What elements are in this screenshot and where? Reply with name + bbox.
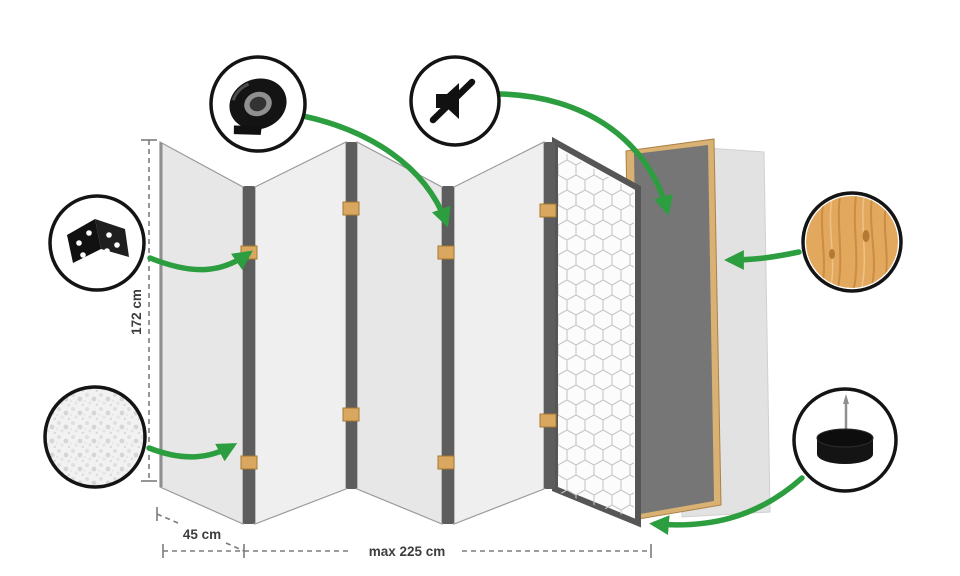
- total-width-dimension: [162, 544, 652, 558]
- hinge-block: [240, 455, 258, 470]
- fold-spine-2: [346, 142, 357, 489]
- fold-spine-3: [442, 186, 454, 524]
- felt-pad-icon: [816, 394, 874, 464]
- panel-width-line-right: [225, 542, 245, 552]
- hinge-block: [342, 407, 360, 422]
- arrow-texture-to-panel: [146, 443, 238, 462]
- wood-grain-icon: [806, 196, 898, 288]
- folding-panels: [159, 140, 545, 525]
- panel-1: [159, 140, 244, 525]
- hinge-block: [437, 455, 455, 470]
- hinge-block: [437, 245, 455, 260]
- wood-callout: [801, 191, 903, 293]
- dark-panel-face: [634, 145, 714, 514]
- panel-width-line-left: [156, 513, 179, 524]
- height-label: 172 cm: [129, 289, 144, 335]
- arrow-hinge-to-spine: [147, 250, 253, 273]
- tape-callout: [209, 55, 307, 153]
- felt-callout: [792, 387, 898, 493]
- hinge-block: [539, 413, 557, 428]
- arrow-felt-to-bottom: [649, 475, 805, 535]
- hinge-blocks: [240, 201, 557, 470]
- fold-spines: [243, 142, 555, 524]
- arrow-mute-to-panel: [497, 91, 673, 216]
- panel-4: [453, 141, 545, 525]
- panel-3: [356, 141, 443, 525]
- pattern-panel: [552, 136, 641, 528]
- texture-icon: [43, 385, 147, 489]
- height-dimension: [141, 139, 157, 482]
- fold-spine-4: [544, 142, 555, 489]
- panel-2: [254, 141, 347, 525]
- arrow-wood-to-frame: [724, 249, 802, 270]
- tape-roll-icon: [229, 78, 287, 135]
- mute-callout: [409, 55, 501, 147]
- panel-width-label: 45 cm: [183, 527, 221, 542]
- total-width-label: max 225 cm: [369, 544, 446, 559]
- hinge-block: [539, 203, 557, 218]
- hinge-icon: [67, 219, 129, 263]
- callout-arrows: [146, 91, 805, 535]
- hinge-block: [342, 201, 360, 216]
- hinge-callout: [48, 194, 146, 292]
- fold-spine-1: [243, 186, 255, 524]
- arrow-tape-to-spine: [300, 113, 451, 228]
- texture-callout: [43, 385, 147, 489]
- mute-speaker-icon: [429, 78, 476, 124]
- pattern-panel-face: [558, 149, 634, 519]
